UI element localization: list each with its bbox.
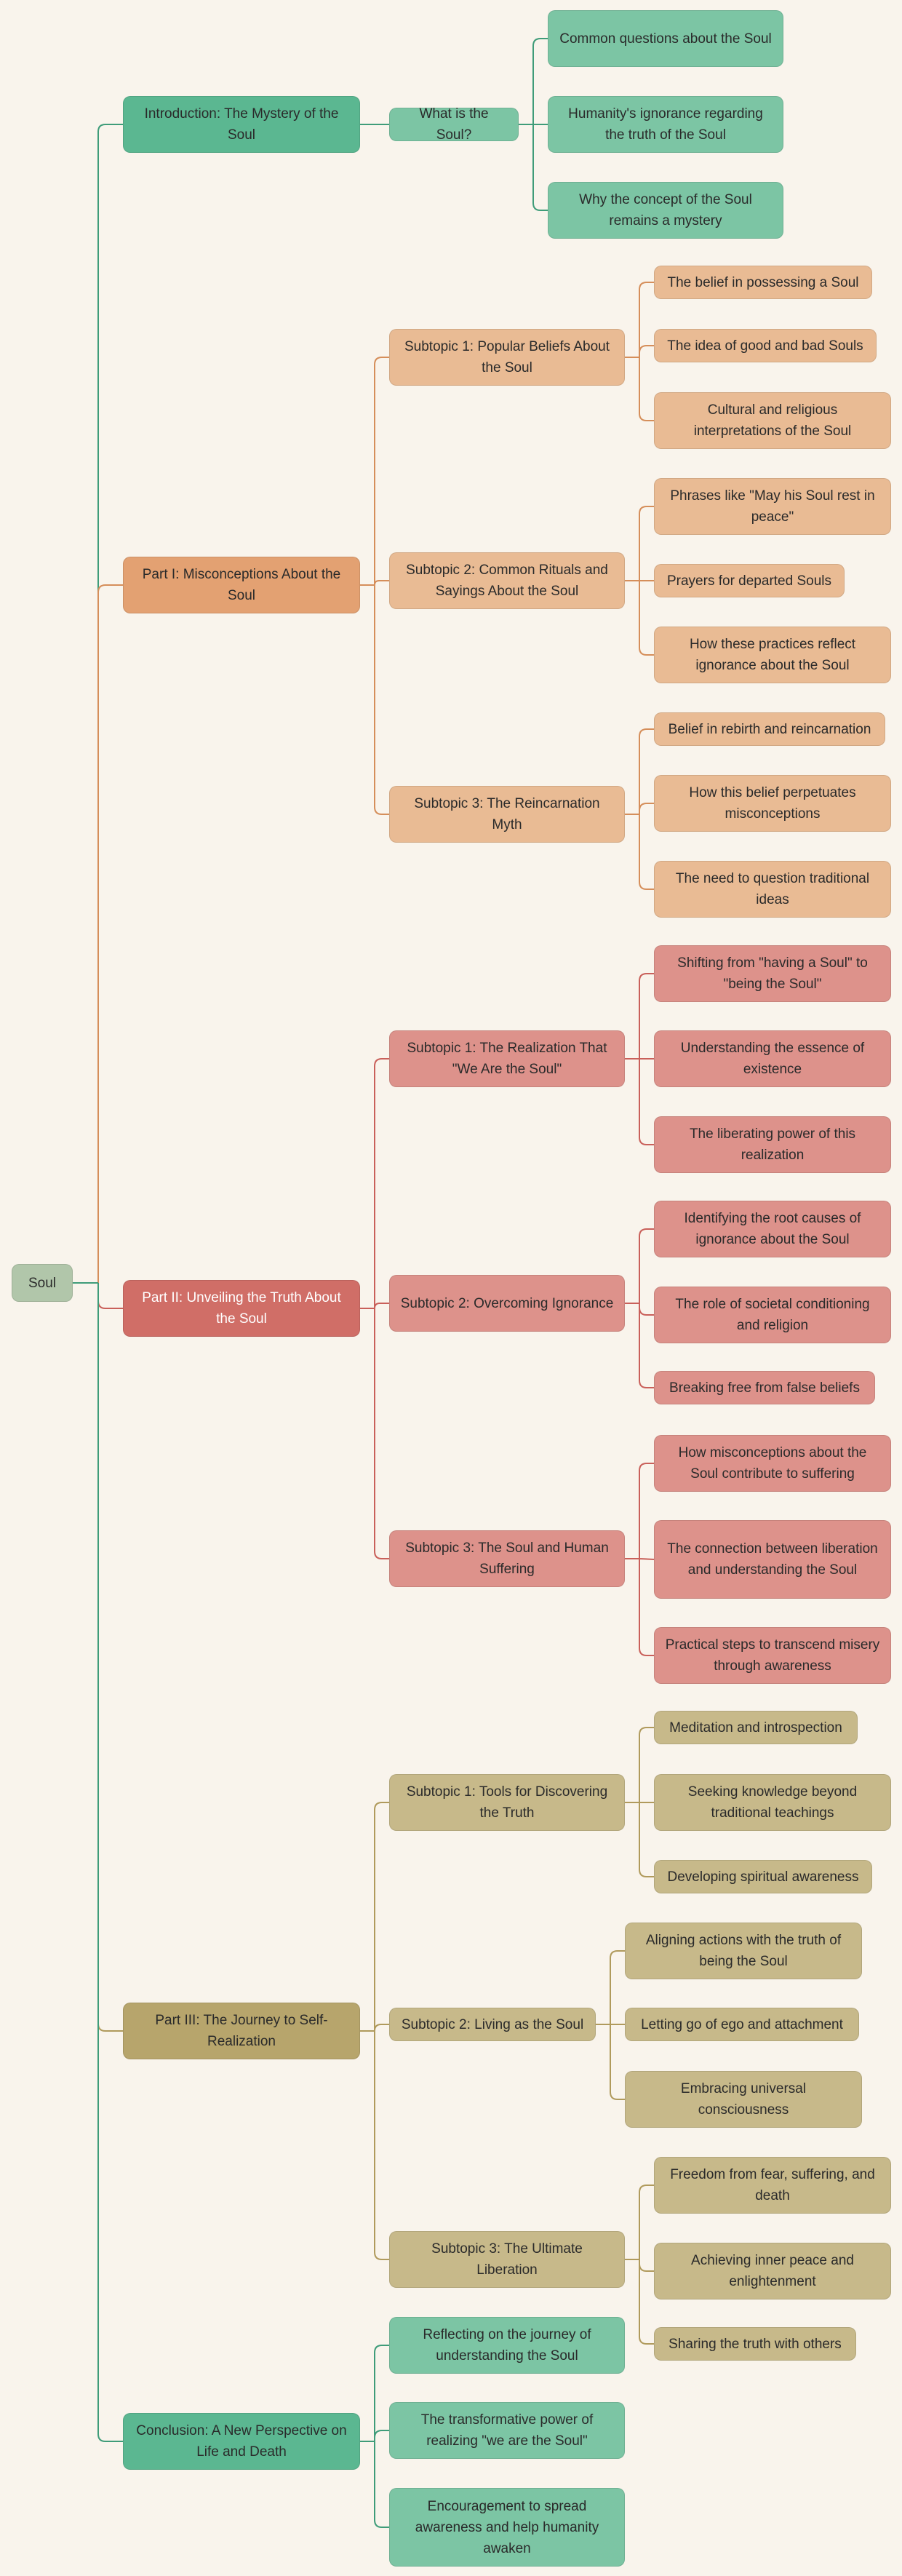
leaf-node[interactable]: Shifting from "having a Soul" to "being … — [654, 945, 891, 1002]
connector — [360, 1058, 389, 1559]
subtopic-reincarnation[interactable]: Subtopic 3: The Reincarnation Myth — [389, 786, 625, 843]
leaf-node[interactable]: The role of societal conditioning and re… — [654, 1287, 891, 1343]
leaf-node[interactable]: The connection between liberation and un… — [654, 1520, 891, 1599]
leaf-node[interactable]: The need to question traditional ideas — [654, 861, 891, 918]
section-introduction[interactable]: Introduction: The Mystery of the Soul — [123, 96, 360, 153]
subtopic-what-is-soul[interactable]: What is the Soul? — [389, 106, 519, 143]
leaf-node[interactable]: Understanding the essence of existence — [654, 1030, 891, 1087]
connector — [360, 357, 389, 815]
leaf-node[interactable]: Cultural and religious interpretations o… — [654, 392, 891, 449]
leaf-node[interactable]: Breaking free from false beliefs — [654, 1371, 875, 1404]
leaf-node[interactable]: The transformative power of realizing "w… — [389, 2402, 625, 2459]
connector — [625, 2185, 654, 2345]
subtopic-realization[interactable]: Subtopic 1: The Realization That "We Are… — [389, 1030, 625, 1087]
leaf-node[interactable]: Embracing universal consciousness — [625, 2071, 862, 2128]
section-conclusion[interactable]: Conclusion: A New Perspective on Life an… — [123, 2413, 360, 2470]
leaf-node[interactable]: How these practices reflect ignorance ab… — [654, 627, 891, 683]
subtopic-tools[interactable]: Subtopic 1: Tools for Discovering the Tr… — [389, 1774, 625, 1831]
subtopic-living-as-soul[interactable]: Subtopic 2: Living as the Soul — [389, 2008, 596, 2041]
subtopic-rituals-sayings[interactable]: Subtopic 2: Common Rituals and Sayings A… — [389, 552, 625, 609]
leaf-node[interactable]: Belief in rebirth and reincarnation — [654, 712, 885, 746]
connector — [625, 1727, 654, 1877]
leaf-node[interactable]: Achieving inner peace and enlightenment — [654, 2243, 891, 2299]
leaf-node[interactable]: How misconceptions about the Soul contri… — [654, 1435, 891, 1492]
leaf-node[interactable]: Common questions about the Soul — [548, 10, 783, 67]
leaf-node[interactable]: Encouragement to spread awareness and he… — [389, 2488, 625, 2567]
connector — [519, 38, 548, 211]
leaf-node[interactable]: How this belief perpetuates misconceptio… — [654, 775, 891, 832]
leaf-node[interactable]: Phrases like "May his Soul rest in peace… — [654, 478, 891, 535]
connector — [625, 506, 654, 656]
leaf-node[interactable]: Letting go of ego and attachment — [625, 2008, 859, 2041]
leaf-node[interactable]: Humanity's ignorance regarding the truth… — [548, 96, 783, 153]
leaf-node[interactable]: Prayers for departed Souls — [654, 564, 845, 597]
leaf-node[interactable]: Sharing the truth with others — [654, 2327, 856, 2361]
section-part-3[interactable]: Part III: The Journey to Self-Realizatio… — [123, 2003, 360, 2059]
subtopic-ultimate-liberation[interactable]: Subtopic 3: The Ultimate Liberation — [389, 2231, 625, 2288]
connector — [360, 2345, 389, 2528]
leaf-node[interactable]: The idea of good and bad Souls — [654, 329, 877, 362]
leaf-node[interactable]: Reflecting on the journey of understandi… — [389, 2317, 625, 2374]
connector — [596, 1950, 625, 2100]
connector — [625, 1228, 654, 1388]
leaf-node[interactable]: Practical steps to transcend misery thro… — [654, 1627, 891, 1684]
connector — [625, 728, 654, 890]
section-part-2[interactable]: Part II: Unveiling the Truth About the S… — [123, 1280, 360, 1337]
subtopic-overcoming-ignorance[interactable]: Subtopic 2: Overcoming Ignorance — [389, 1275, 625, 1332]
root-node[interactable]: Soul — [12, 1264, 73, 1302]
leaf-node[interactable]: The liberating power of this realization — [654, 1116, 891, 1173]
leaf-node[interactable]: The belief in possessing a Soul — [654, 266, 872, 299]
connector — [625, 973, 654, 1145]
connector — [73, 1282, 123, 2442]
leaf-node[interactable]: Aligning actions with the truth of being… — [625, 1923, 862, 1979]
leaf-node[interactable]: Why the concept of the Soul remains a my… — [548, 182, 783, 239]
subtopic-human-suffering[interactable]: Subtopic 3: The Soul and Human Suffering — [389, 1530, 625, 1587]
connector — [625, 282, 654, 421]
connector — [73, 584, 123, 1284]
leaf-node[interactable]: Developing spiritual awareness — [654, 1860, 872, 1893]
leaf-node[interactable]: Freedom from fear, suffering, and death — [654, 2157, 891, 2214]
connector — [625, 1463, 655, 1656]
leaf-node[interactable]: Seeking knowledge beyond traditional tea… — [654, 1774, 891, 1831]
leaf-node[interactable]: Identifying the root causes of ignorance… — [654, 1201, 891, 1257]
connector — [360, 1802, 389, 2260]
section-part-1[interactable]: Part I: Misconceptions About the Soul — [123, 557, 360, 613]
subtopic-popular-beliefs[interactable]: Subtopic 1: Popular Beliefs About the So… — [389, 329, 625, 386]
leaf-node[interactable]: Meditation and introspection — [654, 1711, 858, 1744]
